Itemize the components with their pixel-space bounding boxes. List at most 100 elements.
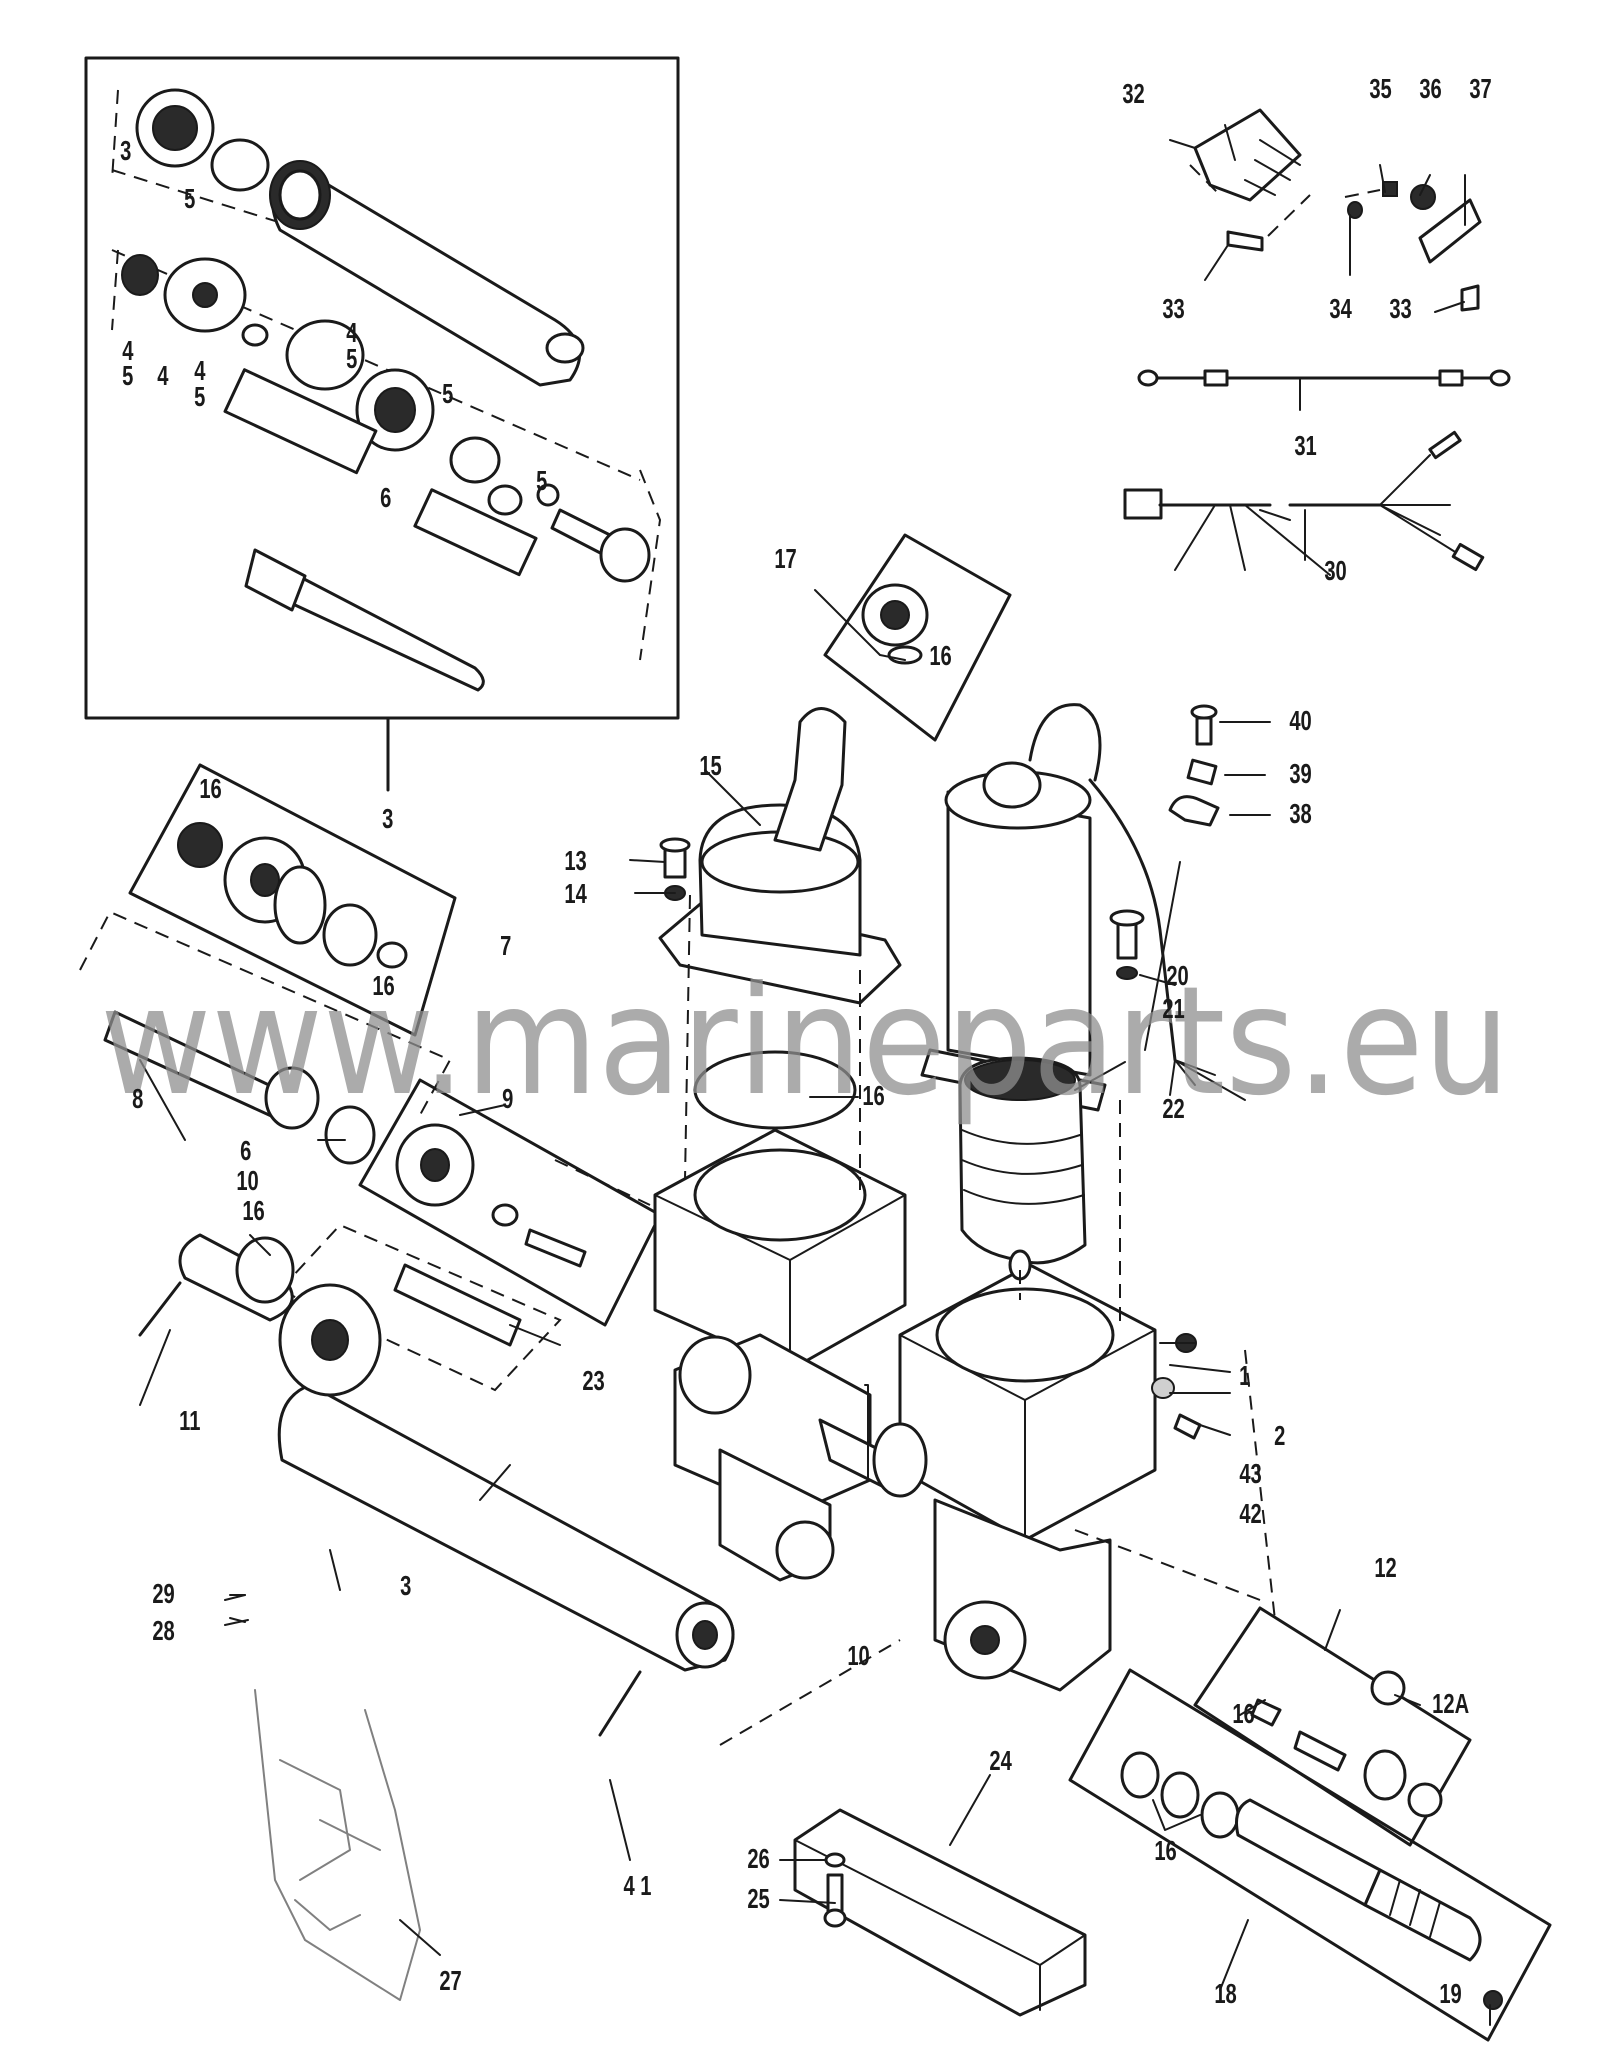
nut-35-part: [1382, 181, 1398, 197]
callout-22: 22: [1162, 1094, 1184, 1125]
callout-8: 8: [132, 1084, 143, 1115]
screw-20-part: [1109, 909, 1145, 960]
callout-32: 32: [1122, 79, 1144, 110]
callout-13: 13: [564, 846, 586, 877]
screw-40-part: [1190, 704, 1218, 746]
plug-43-part: [1151, 1377, 1175, 1399]
callout-14: 14: [564, 879, 587, 910]
watermark-text: www.marineparts.eu: [100, 955, 1510, 1129]
decal-plate: [413, 488, 538, 577]
callout-4a: 4: [122, 336, 134, 367]
alignment-lines: [554, 164, 1381, 1746]
seal-part: [121, 254, 159, 296]
callout-29: 29: [152, 1579, 174, 1610]
callout-6a: 6: [380, 483, 391, 514]
washer-26-part: [824, 1852, 846, 1868]
callout-5d: 5: [346, 344, 357, 375]
small-o-ring-part: [376, 941, 408, 969]
o-ring-part: [449, 436, 501, 484]
callout-3-box: 3: [382, 804, 393, 835]
inset-box-12: [1193, 1606, 1472, 1847]
leader-lines: [139, 139, 1491, 2026]
valve-part: [395, 1123, 475, 1207]
callout-24: 24: [989, 1746, 1012, 1777]
callout-28: 28: [152, 1616, 174, 1647]
callout-6b: 6: [240, 1136, 251, 1167]
callout-16a: 16: [929, 641, 951, 672]
callout-42: 42: [1239, 1499, 1261, 1530]
callout-25: 25: [747, 1884, 769, 1915]
callout-27: 27: [439, 1966, 461, 1997]
o-ring-16-part: [693, 1050, 857, 1130]
callout-16e: 16: [862, 1081, 884, 1112]
callout-10a: 10: [236, 1166, 258, 1197]
o-ring-part: [210, 138, 270, 192]
screw-42-part: [1173, 1413, 1202, 1440]
piston-part: [163, 257, 247, 333]
decal-plate: [223, 368, 378, 475]
callout-labels: 1 2 3 3 3 4 5 5 4 4 5 4 5 5 5 6 6 7 8 9 …: [120, 74, 1492, 2010]
seal-part: [177, 822, 223, 868]
harness-30-part: [1123, 430, 1485, 576]
callout-2: 2: [1274, 1421, 1285, 1452]
rod-23-part: [393, 1263, 522, 1347]
solenoid-32-part: [1193, 108, 1302, 202]
inset-box-7: [128, 763, 457, 1037]
callout-19: 19: [1439, 1979, 1461, 2010]
small-seal-part: [536, 483, 560, 507]
callout-5e: 5: [442, 379, 453, 410]
callout-16d: 16: [242, 1196, 264, 1227]
callout-38: 38: [1289, 799, 1311, 830]
washer-34-part: [1347, 201, 1363, 219]
callout-4c: 4: [194, 356, 206, 387]
cap-36-part: [1410, 184, 1436, 210]
callout-7: 7: [500, 931, 511, 962]
inset-box-17: [823, 533, 1012, 742]
inset-box-cylinder-components: [84, 56, 680, 792]
callout-3-top: 3: [120, 136, 131, 167]
callout-5f: 5: [536, 466, 547, 497]
callout-3-cylinder: 3: [400, 1571, 411, 1602]
callout-5b: 5: [184, 184, 195, 215]
callout-17: 17: [774, 544, 796, 575]
cylinder-cap-part: [135, 88, 215, 168]
callout-12: 12: [1374, 1553, 1396, 1584]
pump-housing-part: [653, 1128, 1157, 1692]
callout-5c: 5: [194, 382, 205, 413]
callout-5a: 5: [122, 361, 133, 392]
screw-25-part: [823, 1873, 847, 1928]
callout-12a: 12A: [1432, 1689, 1469, 1720]
callout-1: 1: [1239, 1361, 1250, 1392]
callout-40: 40: [1289, 706, 1311, 737]
callout-4d: 4: [346, 318, 358, 349]
screw-part: [550, 508, 651, 583]
cable-31-part: [1137, 369, 1511, 387]
callout-10b: 10: [847, 1641, 869, 1672]
screw-33-part: [1460, 284, 1480, 312]
screw-13-part: [659, 837, 691, 879]
callout-23: 23: [582, 1366, 604, 1397]
screw-33-part: [1226, 230, 1264, 252]
callout-16g: 16: [1154, 1836, 1176, 1867]
callout-16c: 16: [372, 971, 394, 1002]
callout-37: 37: [1469, 74, 1491, 105]
transom-bracket-ghost: [254, 1689, 421, 2001]
inset-box-18: [1068, 1668, 1552, 2042]
o-ring-part: [322, 903, 378, 967]
reservoir-part: [658, 707, 902, 1005]
washer-part: [487, 484, 523, 516]
o-ring-part: [324, 1105, 376, 1165]
callout-33b: 33: [1389, 294, 1411, 325]
callout-9: 9: [502, 1084, 513, 1115]
callout-39: 39: [1289, 759, 1311, 790]
pin-41-part: [598, 1670, 642, 1737]
large-o-ring-part: [285, 319, 365, 391]
callout-15: 15: [699, 751, 721, 782]
callout-4b: 4: [157, 361, 169, 392]
callout-21: 21: [1162, 994, 1184, 1025]
cover-37-part: [1418, 198, 1482, 264]
clamp-38-part: [1168, 795, 1220, 827]
callout-41: 4 1: [623, 1871, 651, 1902]
callout-16f: 16: [1232, 1699, 1254, 1730]
valve-part: [223, 836, 327, 945]
